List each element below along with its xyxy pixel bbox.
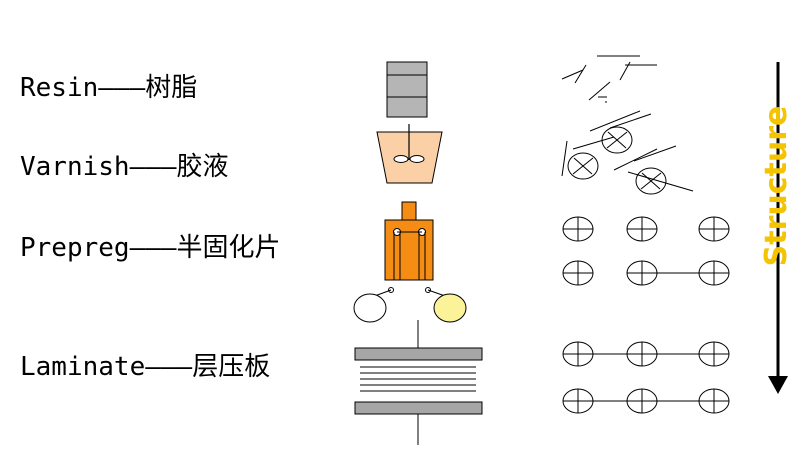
label-varnish-zh: 胶液	[176, 152, 229, 182]
label-prepreg-dash: ———	[129, 233, 177, 263]
down-arrow-icon	[768, 62, 788, 394]
label-laminate: Laminate———层压板	[20, 352, 270, 382]
prepreg-tower-icon	[371, 201, 449, 298]
laminate-press-icon	[354, 320, 483, 445]
varnish-mixer-icon	[376, 124, 443, 184]
label-resin: Resin———树脂	[20, 73, 197, 103]
resin-molecules-icon	[561, 55, 657, 103]
laminate-structure-icon	[562, 341, 730, 414]
varnish-molecules-icon	[561, 110, 694, 195]
label-laminate-name: Laminate	[20, 352, 146, 382]
label-resin-name: Resin	[20, 73, 99, 103]
label-laminate-dash: ———	[145, 352, 193, 382]
structure-label-text: Structure	[759, 105, 794, 267]
structure-label: Structure	[737, 98, 797, 274]
label-varnish-name: Varnish	[20, 152, 130, 182]
prepreg-roll-icons	[353, 293, 467, 323]
label-laminate-zh: 层压板	[192, 352, 271, 382]
prepreg-structure-icon	[562, 216, 730, 286]
label-resin-dash: ———	[98, 73, 146, 103]
label-resin-zh: 树脂	[145, 73, 198, 103]
label-varnish-dash: ———	[129, 152, 177, 182]
label-prepreg: Prepreg———半固化片	[20, 233, 281, 263]
label-prepreg-name: Prepreg	[20, 233, 130, 263]
label-varnish: Varnish———胶液	[20, 152, 229, 182]
resin-container-icon	[386, 61, 428, 118]
label-prepreg-zh: 半固化片	[176, 233, 281, 263]
